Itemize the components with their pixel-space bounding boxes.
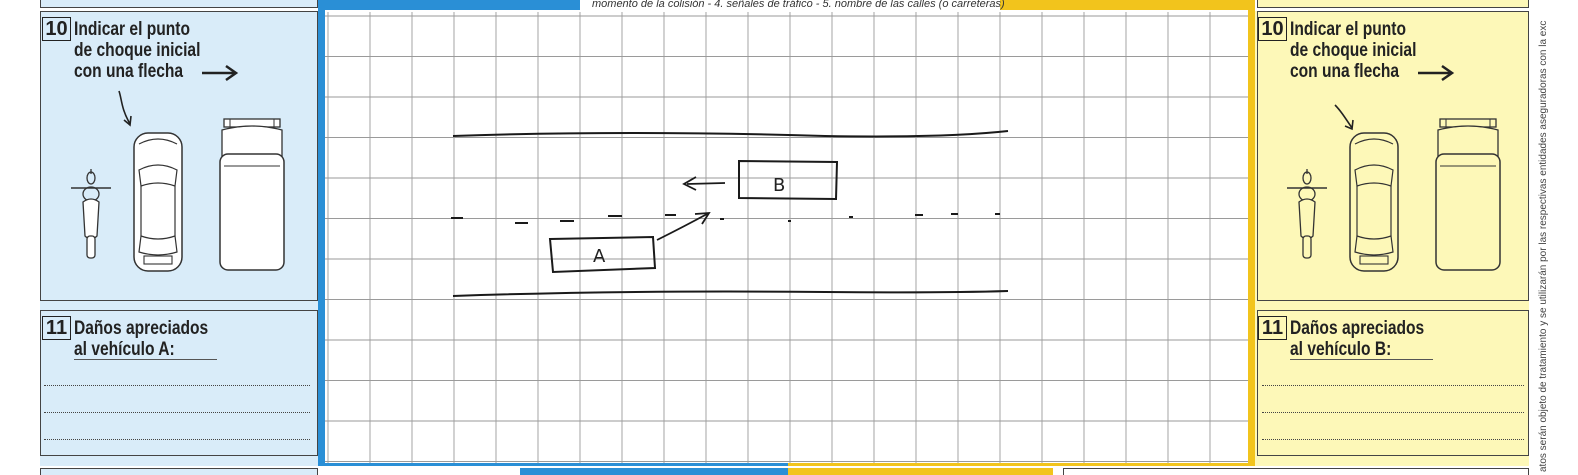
right-section11-title-line2: al vehículo B: [1290,339,1392,360]
vehicle-a-box [548,235,657,274]
left-section11-underline [74,359,217,360]
right-damage-dotted-line-1[interactable] [1262,385,1524,386]
left-damage-dotted-line-2[interactable] [44,412,310,413]
car-icon [133,132,183,272]
right-section10-title-line1: Indicar el punto [1290,19,1406,40]
van-icon [1435,118,1501,271]
motorcycle-icon [1287,169,1327,259]
left-damage-section [40,310,318,456]
car-icon [1349,132,1399,272]
sketch-grid: A B [325,12,1248,463]
top-right-box-edge [1257,0,1529,8]
vehicle-b-label: B [773,175,785,196]
top-yellow-strip [1000,0,1255,12]
right-damage-section [1257,310,1529,456]
handdrawn-arrow-icon [1334,104,1354,131]
vehicle-b-box [738,159,839,201]
right-damage-dotted-line-3[interactable] [1262,439,1524,440]
left-section11-title-line1: Daños apreciados [74,318,209,339]
right-section10-number: 10 [1258,17,1287,41]
left-damage-dotted-line-3[interactable] [44,439,310,440]
right-section10-title-line2: de choque inicial [1290,40,1417,61]
left-section10-title-line1: Indicar el punto [74,19,190,40]
right-impact-section [1257,11,1529,301]
vehicle-a-label: A [593,246,606,267]
top-left-box-edge [40,0,318,8]
handdrawn-arrow-icon [118,90,132,127]
top-blue-strip [318,0,580,12]
bottom-left-box-edge [40,468,318,475]
sketch-bottom-yellow [788,463,1255,466]
bottom-right-box-edge [1063,468,1529,475]
left-section11-title-line2: al vehículo A: [74,339,175,360]
left-section11-number: 11 [42,316,71,340]
bottom-blue-strip [520,468,788,475]
right-section11-underline [1290,359,1433,360]
sketch-area-frame[interactable] [318,10,1255,466]
left-impact-section [40,11,318,301]
right-section11-number: 11 [1258,316,1287,340]
left-section10-title-line2: de choque inicial [74,40,201,61]
side-legal-text: atos serán objeto de tratamiento y se ut… [1538,20,1549,472]
motorcycle-icon [71,169,111,259]
right-section10-title-line3: con una flecha [1290,61,1400,82]
left-section10-number: 10 [42,17,71,41]
arrow-right-icon [1418,64,1455,82]
right-section11-title-line1: Daños apreciados [1290,318,1425,339]
left-damage-dotted-line-1[interactable] [44,385,310,386]
bottom-yellow-strip [788,468,1053,475]
arrow-right-icon [202,64,239,82]
top-instruction-note: momento de la colisión - 4. señales de t… [592,0,1005,10]
van-icon [219,118,285,271]
right-damage-dotted-line-2[interactable] [1262,412,1524,413]
left-section10-title-line3: con una flecha [74,61,184,82]
